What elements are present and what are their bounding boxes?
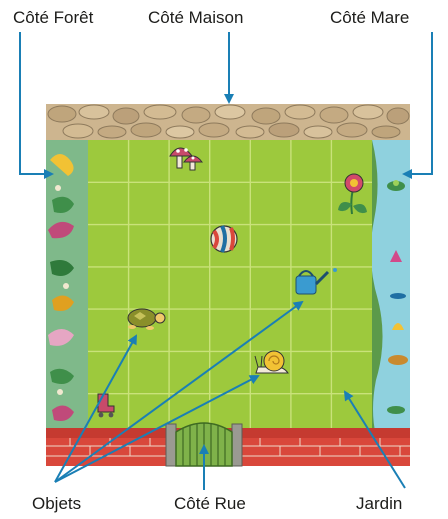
stone-wall xyxy=(46,104,410,140)
pond-strip xyxy=(371,140,410,436)
ball-icon xyxy=(211,226,237,252)
forest-strip xyxy=(46,140,88,436)
